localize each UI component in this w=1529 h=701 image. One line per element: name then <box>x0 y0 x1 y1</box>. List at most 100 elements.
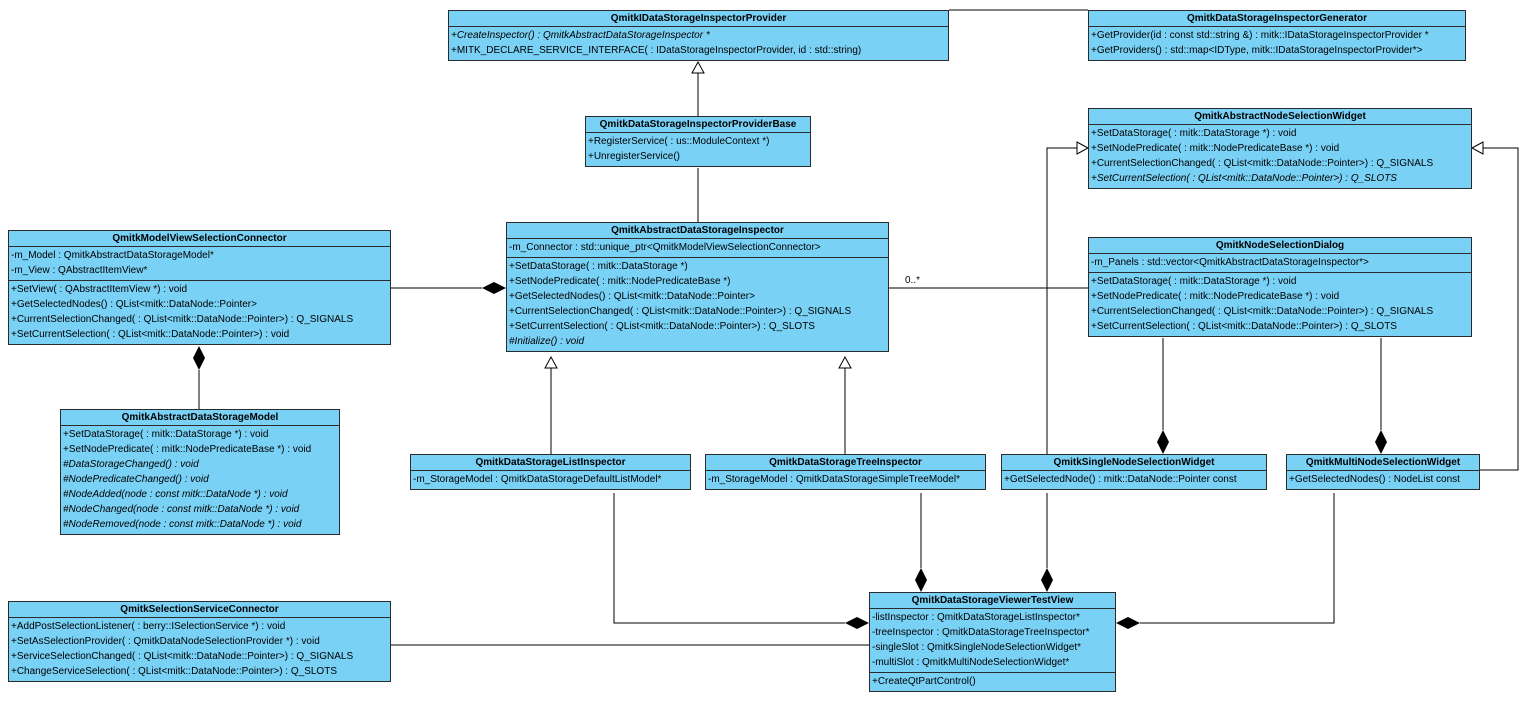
class-name: QmitkAbstractDataStorageInspector <box>507 223 888 239</box>
method-section: +SetDataStorage( : mitk::DataStorage *)+… <box>507 258 888 351</box>
multiplicity-label: 0..* <box>905 275 921 286</box>
method-section: +SetDataStorage( : mitk::DataStorage *) … <box>1089 273 1471 336</box>
composition-diamond <box>1157 430 1169 454</box>
attribute-section: -m_Connector : std::unique_ptr<QmitkMode… <box>507 239 888 258</box>
attribute-line: -multiSlot : QmitkMultiNodeSelectionWidg… <box>872 657 1070 668</box>
class-name: QmitkModelViewSelectionConnector <box>9 231 390 247</box>
class-name: QmitkDataStorageViewerTestView <box>870 593 1115 609</box>
class-name: QmitkSelectionServiceConnector <box>9 602 390 618</box>
class-node-selection-dialog[interactable]: QmitkNodeSelectionDialog -m_Panels : std:… <box>1088 237 1472 337</box>
class-model-view-selection-connector[interactable]: QmitkModelViewSelectionConnector -m_Model… <box>8 230 391 345</box>
generalization-arrowhead <box>544 355 558 369</box>
class-data-storage-viewer-test-view[interactable]: QmitkDataStorageViewerTestView -listInspe… <box>869 592 1116 692</box>
method-line: +CurrentSelectionChanged( : QList<mitk::… <box>1091 158 1434 169</box>
method-section: +SetView( : QAbstractItemView *) : void+… <box>9 281 390 344</box>
method-line: #NodeAdded(node : const mitk::DataNode *… <box>63 489 288 500</box>
class-name: QmitkDataStorageTreeInspector <box>706 455 985 471</box>
class-tree-inspector[interactable]: QmitkDataStorageTreeInspector -m_StorageM… <box>705 454 986 490</box>
method-line: +SetNodePredicate( : mitk::NodePredicate… <box>1091 143 1340 154</box>
attribute-section: -m_StorageModel : QmitkDataStorageDefaul… <box>411 471 690 489</box>
method-line: +SetCurrentSelection( : QList<mitk::Data… <box>509 321 815 332</box>
composition-line <box>613 493 845 624</box>
method-line: +SetDataStorage( : mitk::DataStorage *) … <box>1091 276 1297 287</box>
attribute-line: -singleSlot : QmitkSingleNodeSelectionWi… <box>872 642 1081 653</box>
class-list-inspector[interactable]: QmitkDataStorageListInspector -m_StorageM… <box>410 454 691 490</box>
class-generator[interactable]: QmitkDataStorageInspectorGenerator +GetPr… <box>1088 10 1466 61</box>
class-name: QmitkIDataStorageInspectorProvider <box>449 11 948 27</box>
composition-diamond <box>845 617 869 629</box>
class-abstract-node-selection-widget[interactable]: QmitkAbstractNodeSelectionWidget +SetData… <box>1088 108 1472 189</box>
method-section: +SetDataStorage( : mitk::DataStorage *) … <box>1089 125 1471 188</box>
method-section: +GetSelectedNode() : mitk::DataNode::Poi… <box>1002 471 1266 489</box>
attribute-section: -listInspector : QmitkDataStorageListIns… <box>870 609 1115 673</box>
method-line: #Initialize() : void <box>509 336 585 347</box>
class-selection-service-connector[interactable]: QmitkSelectionServiceConnector +AddPostSe… <box>8 601 391 682</box>
method-line: +ServiceSelectionChanged( : QList<mitk::… <box>11 651 354 662</box>
composition-diamond <box>1375 430 1387 454</box>
composition-diamond <box>915 568 927 592</box>
attribute-line: -m_View : QAbstractItemView* <box>11 265 148 276</box>
attribute-line: -m_StorageModel : QmitkDataStorageDefaul… <box>413 474 662 485</box>
class-name: QmitkAbstractNodeSelectionWidget <box>1089 109 1471 125</box>
method-line: +CreateQtPartControl() <box>872 676 976 687</box>
class-provider[interactable]: QmitkIDataStorageInspectorProvider +Creat… <box>448 10 949 61</box>
class-name: QmitkDataStorageInspectorProviderBase <box>586 117 810 133</box>
class-abstract-data-storage-model[interactable]: QmitkAbstractDataStorageModel +SetDataSto… <box>60 409 340 535</box>
generalization-line <box>1480 147 1519 471</box>
generalization-arrowhead <box>838 355 852 369</box>
composition-diamond <box>1041 568 1053 592</box>
method-line: +SetNodePredicate( : mitk::NodePredicate… <box>509 276 731 287</box>
composition-diamond <box>1116 617 1140 629</box>
method-line: +SetCurrentSelection( : QList<mitk::Data… <box>1091 173 1397 184</box>
method-line: #NodePredicateChanged() : void <box>63 474 209 485</box>
class-name: QmitkNodeSelectionDialog <box>1089 238 1471 254</box>
class-name: QmitkDataStorageListInspector <box>411 455 690 471</box>
method-section: +SetDataStorage( : mitk::DataStorage *) … <box>61 426 339 534</box>
method-line: +ChangeServiceSelection( : QList<mitk::D… <box>11 666 337 677</box>
attribute-line: -listInspector : QmitkDataStorageListIns… <box>872 612 1080 623</box>
method-line: +GetSelectedNodes() : NodeList const <box>1289 474 1460 485</box>
method-line: +GetSelectedNodes() : QList<mitk::DataNo… <box>11 299 257 310</box>
method-line: #NodeChanged(node : const mitk::DataNode… <box>63 504 300 515</box>
class-name: QmitkMultiNodeSelectionWidget <box>1287 455 1479 471</box>
method-line: +SetCurrentSelection( : QList<mitk::Data… <box>1091 321 1397 332</box>
method-line: +SetNodePredicate( : mitk::NodePredicate… <box>1091 291 1340 302</box>
attribute-section: -m_Panels : std::vector<QmitkAbstractDat… <box>1089 254 1471 273</box>
method-section: +GetSelectedNodes() : NodeList const <box>1287 471 1479 489</box>
method-section: +RegisterService( : us::ModuleContext *)… <box>586 133 810 166</box>
method-line: +CurrentSelectionChanged( : QList<mitk::… <box>11 314 354 325</box>
attribute-line: -m_StorageModel : QmitkDataStorageSimple… <box>708 474 960 485</box>
composition-line <box>1140 493 1335 624</box>
class-abstract-data-storage-inspector[interactable]: QmitkAbstractDataStorageInspector -m_Conn… <box>506 222 889 352</box>
method-line: +SetDataStorage( : mitk::DataStorage *) … <box>1091 128 1297 139</box>
method-section: +AddPostSelectionListener( : berry::ISel… <box>9 618 390 681</box>
method-section: +CreateInspector() : QmitkAbstractDataSt… <box>449 27 948 60</box>
class-single-node-selection-widget[interactable]: QmitkSingleNodeSelectionWidget +GetSelect… <box>1001 454 1267 490</box>
method-line: #NodeRemoved(node : const mitk::DataNode… <box>63 519 302 530</box>
attribute-line: -treeInspector : QmitkDataStorageTreeIns… <box>872 627 1090 638</box>
class-multi-node-selection-widget[interactable]: QmitkMultiNodeSelectionWidget +GetSelecte… <box>1286 454 1480 490</box>
attribute-line: -m_Panels : std::vector<QmitkAbstractDat… <box>1091 257 1369 268</box>
method-line: +GetProvider(id : const std::string &) :… <box>1091 30 1429 41</box>
method-section: +GetProvider(id : const std::string &) :… <box>1089 27 1465 60</box>
method-line: +SetDataStorage( : mitk::DataStorage *) … <box>63 429 269 440</box>
method-line: +SetAsSelectionProvider( : QmitkDataNode… <box>11 636 320 647</box>
method-section: +CreateQtPartControl() <box>870 673 1115 691</box>
class-name: QmitkAbstractDataStorageModel <box>61 410 339 426</box>
method-line: +CreateInspector() : QmitkAbstractDataSt… <box>451 30 710 41</box>
method-line: +GetSelectedNode() : mitk::DataNode::Poi… <box>1004 474 1237 485</box>
method-line: +CurrentSelectionChanged( : QList<mitk::… <box>1091 306 1434 317</box>
attribute-section: -m_Model : QmitkAbstractDataStorageModel… <box>9 247 390 281</box>
attribute-line: -m_Model : QmitkAbstractDataStorageModel… <box>11 250 214 261</box>
attribute-section: -m_StorageModel : QmitkDataStorageSimple… <box>706 471 985 489</box>
composition-diamond <box>193 346 205 370</box>
method-line: +AddPostSelectionListener( : berry::ISel… <box>11 621 286 632</box>
generalization-arrowhead <box>691 60 705 74</box>
method-line: +UnregisterService() <box>588 151 680 162</box>
class-name: QmitkDataStorageInspectorGenerator <box>1089 11 1465 27</box>
class-provider-base[interactable]: QmitkDataStorageInspectorProviderBase+Re… <box>585 116 811 167</box>
attribute-line: -m_Connector : std::unique_ptr<QmitkMode… <box>509 242 821 253</box>
class-name: QmitkSingleNodeSelectionWidget <box>1002 455 1266 471</box>
method-line: +SetNodePredicate( : mitk::NodePredicate… <box>63 444 312 455</box>
